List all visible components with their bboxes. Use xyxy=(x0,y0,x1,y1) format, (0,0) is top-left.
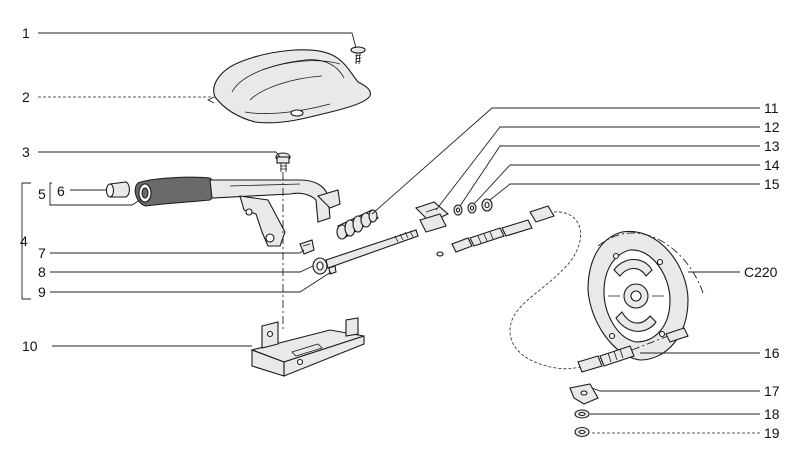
callout-10: 10 xyxy=(22,338,38,354)
callout-11: 11 xyxy=(764,100,779,116)
callout-18: 18 xyxy=(764,406,780,422)
washer-part-14 xyxy=(467,202,477,214)
bolt-part-3 xyxy=(275,152,291,172)
callout-5: 5 xyxy=(38,186,46,202)
cable-fittings xyxy=(436,205,555,257)
callout-1: 1 xyxy=(22,25,30,41)
leader-lines xyxy=(21,32,760,434)
cable-route-dashed xyxy=(509,211,585,370)
callout-c220: C220 xyxy=(744,264,778,280)
screw-part-1 xyxy=(350,46,366,65)
callout-12: 12 xyxy=(764,119,780,135)
grip-end-part-6 xyxy=(105,181,130,198)
callout-labels: 1 2 3 4 5 6 7 8 9 10 11 12 13 14 15 C220… xyxy=(20,25,780,441)
nut-part-19 xyxy=(574,426,590,438)
callout-7: 7 xyxy=(38,245,46,261)
callout-19: 19 xyxy=(764,425,780,441)
lever-cover-part-2 xyxy=(207,49,371,124)
callout-17: 17 xyxy=(764,383,780,399)
callout-3: 3 xyxy=(22,144,30,160)
callout-4: 4 xyxy=(20,233,28,249)
callout-6: 6 xyxy=(57,183,65,199)
washer-part-18 xyxy=(574,409,590,419)
brake-drum-assembly-c220 xyxy=(587,230,705,361)
callout-15: 15 xyxy=(764,176,780,192)
rear-cable-part-16 xyxy=(577,327,689,373)
adjuster-rod-part-8 xyxy=(312,229,419,275)
nut-part-15 xyxy=(481,198,493,212)
bracket-clip-part-17 xyxy=(569,383,599,405)
callout-8: 8 xyxy=(38,264,46,280)
washer-part-13 xyxy=(453,204,463,216)
equaliser-plate-part-12 xyxy=(414,201,450,233)
callout-14: 14 xyxy=(764,157,780,173)
handbrake-lever-part-4 xyxy=(134,176,341,247)
base-bracket-part-10 xyxy=(250,317,365,377)
rubber-boot-part-11 xyxy=(336,209,379,240)
callout-9: 9 xyxy=(38,284,46,300)
callout-2: 2 xyxy=(22,89,30,105)
callout-16: 16 xyxy=(764,345,780,361)
callout-13: 13 xyxy=(764,138,780,154)
